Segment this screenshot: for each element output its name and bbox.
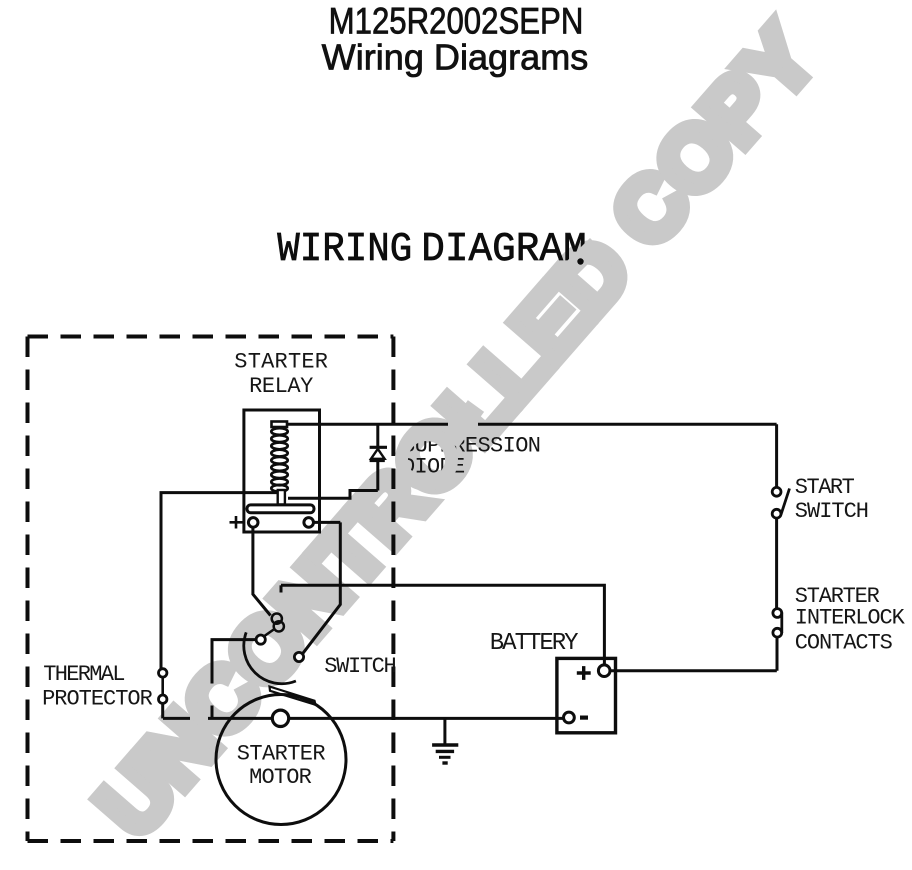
svg-text:INTERLOCK: INTERLOCK [795, 606, 906, 631]
svg-text:STARTER: STARTER [795, 584, 880, 609]
svg-text:STARTER: STARTER [234, 349, 328, 374]
svg-text:M125R2002SEPN: M125R2002SEPN [329, 0, 584, 41]
svg-text:MOTOR: MOTOR [249, 765, 312, 790]
svg-text:START: START [795, 475, 855, 500]
svg-text:RELAY: RELAY [249, 374, 313, 399]
svg-text:THERMAL: THERMAL [43, 662, 125, 687]
svg-text:Wiring Diagrams: Wiring Diagrams [322, 37, 589, 78]
svg-text:BATTERY: BATTERY [490, 630, 579, 657]
svg-text:SWITCH: SWITCH [324, 654, 396, 679]
svg-text:WIRING: WIRING [277, 227, 412, 273]
svg-text:SWITCH: SWITCH [795, 499, 869, 524]
svg-text:PROTECTOR: PROTECTOR [42, 686, 153, 711]
svg-text:CONTACTS: CONTACTS [795, 631, 893, 656]
svg-text:DIAGRAM: DIAGRAM [421, 227, 586, 273]
svg-text:STARTER: STARTER [237, 742, 326, 767]
